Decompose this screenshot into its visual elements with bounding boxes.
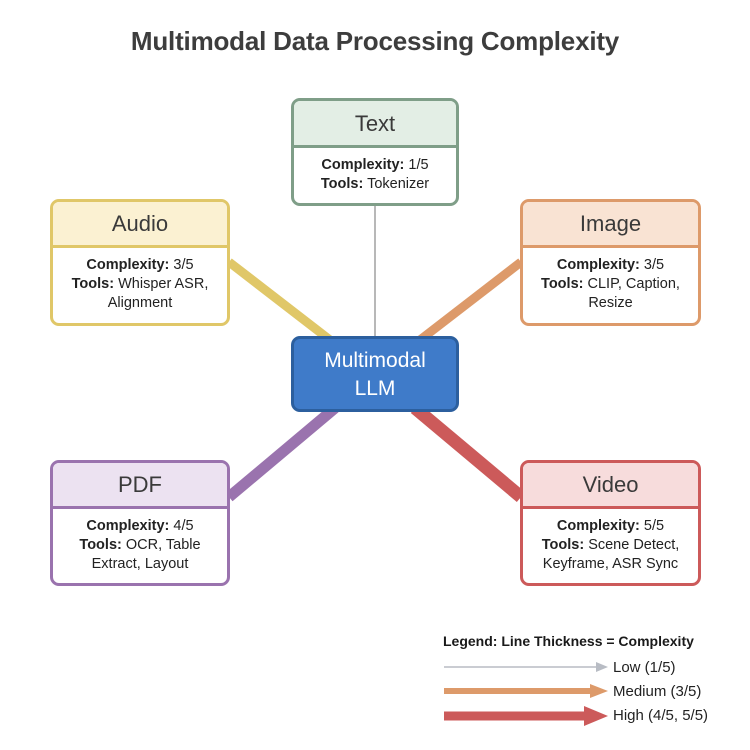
tools-value-cont: Alignment [107,295,173,311]
complexity-label: Complexity: [321,157,405,173]
diagram-title: Multimodal Data Processing Complexity [130,26,620,56]
legend-arrow-medium [444,684,608,698]
legend-label-low: Low (1/5) [613,659,676,676]
tools-value-cont: Extract, Layout [91,556,189,572]
tools-label: Tools: [71,276,115,292]
complexity-label: Complexity: [86,257,170,273]
tools-label: Tools: [541,276,584,292]
complexity-value: 4/5 [173,518,194,534]
tools-label: Tools: [320,176,364,192]
legend-arrow-high [444,706,608,726]
legend-arrow-low [444,662,608,672]
legend-label-high: High (4/5, 5/5) [613,707,709,724]
tools-label: Tools: [79,537,122,553]
connector-video [410,403,526,502]
node-text-title: Text [354,111,396,136]
node-audio-header: Audio [53,202,227,248]
complexity-label: Complexity: [556,257,640,273]
node-pdf-body: Complexity: 4/5 Tools: OCR, Table Extrac… [53,509,227,574]
node-text-body: Complexity: 1/5 Tools: Tokenizer [294,148,456,194]
legend-title: Legend: Line Thickness = Complexity [443,633,694,649]
complexity-label: Complexity: [86,518,170,534]
tools-value: Scene Detect, [588,537,680,553]
tools-value: Tokenizer [367,176,430,192]
tools-value: Whisper ASR, [118,276,209,292]
node-audio-body: Complexity: 3/5 Tools: Whisper ASR, Alig… [53,248,227,313]
node-text-header: Text [294,101,456,148]
complexity-value: 3/5 [173,257,194,273]
legend-arrows [444,662,608,726]
node-pdf[interactable]: PDF Complexity: 4/5 Tools: OCR, Table Ex… [50,460,230,586]
tools-value-cont: Resize [588,295,633,311]
complexity-value: 3/5 [643,257,665,273]
legend-label-medium: Medium (3/5) [613,683,702,700]
node-image-header: Image [523,202,698,248]
complexity-label: Complexity: [556,518,640,534]
node-image[interactable]: Image Complexity: 3/5 Tools: CLIP, Capti… [520,199,701,326]
node-image-title: Image [579,211,642,236]
center-label-line1: Multimodal [324,349,426,372]
tools-value-cont: Keyframe, ASR Sync [542,556,679,572]
complexity-value: 5/5 [643,518,665,534]
complexity-value: 1/5 [408,157,429,173]
node-pdf-header: PDF [53,463,227,509]
center-label-line2: LLM [354,377,396,400]
tools-value: OCR, Table [125,537,201,553]
connector-pdf [225,403,339,502]
connector-image [417,258,524,344]
node-video-header: Video [523,463,698,509]
node-text[interactable]: Text Complexity: 1/5 Tools: Tokenizer [291,98,459,206]
node-pdf-title: PDF [118,472,162,497]
node-video[interactable]: Video Complexity: 5/5 Tools: Scene Detec… [520,460,701,586]
node-video-title: Video [582,472,639,497]
node-audio-title: Audio [111,211,169,236]
node-image-body: Complexity: 3/5 Tools: CLIP, Caption, Re… [523,248,698,313]
center-node-multimodal-llm[interactable]: Multimodal LLM [291,336,459,412]
tools-label: Tools: [541,537,585,553]
tools-value: CLIP, Caption, [587,276,680,292]
node-audio[interactable]: Audio Complexity: 3/5 Tools: Whisper ASR… [50,199,230,326]
connector-audio [226,258,333,344]
node-video-body: Complexity: 5/5 Tools: Scene Detect, Key… [523,509,698,574]
